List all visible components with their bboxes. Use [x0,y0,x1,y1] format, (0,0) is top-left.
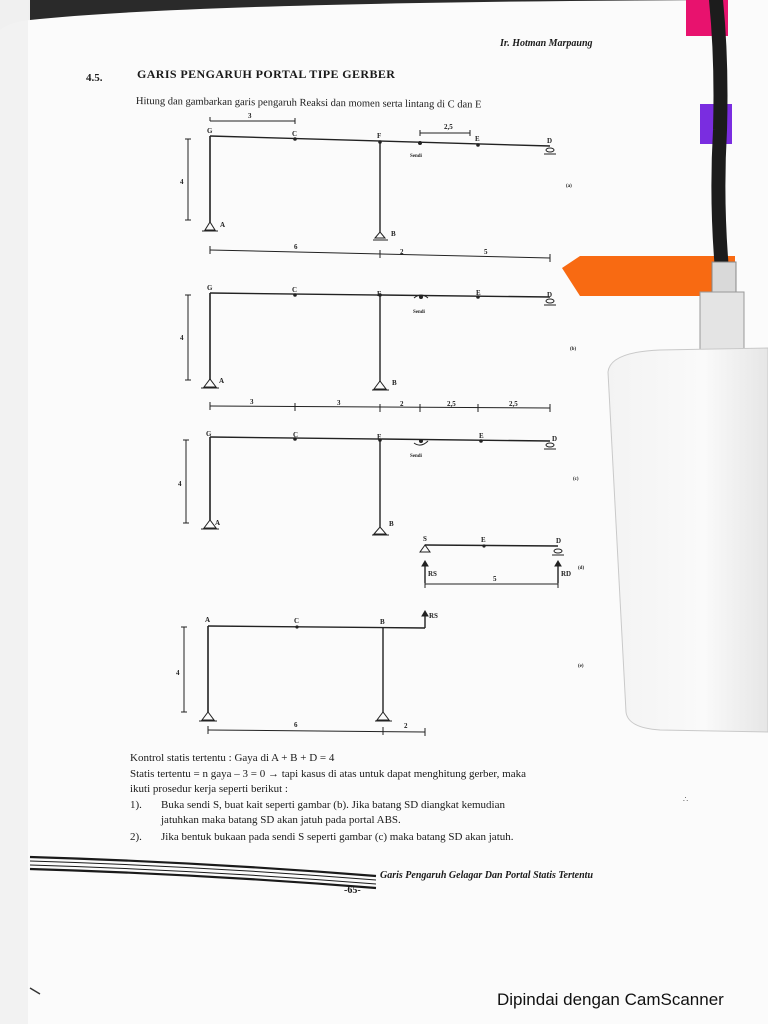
node-g-b: G [207,284,213,292]
node-c-e: C [294,617,299,625]
fig-label-b: (b) [570,347,576,352]
fig-label-c: (c) [573,477,579,482]
running-footer-title: Garis Pengaruh Gelagar Dan Portal Statis… [380,870,594,881]
body-line-2: Statis tertentu = n gaya – 3 = 0 → tapi … [130,768,526,780]
section-title: GARIS PENGARUH PORTAL TIPE GERBER [137,67,396,81]
node-a-e: A [205,616,210,624]
dim-e-bottom-1: 6 [294,721,298,729]
dim-d-span: 5 [493,575,497,583]
dim-a-top-1: 3 [248,112,252,120]
dim-b-bottom-5: 2,5 [509,400,518,408]
cable [709,0,731,307]
node-b-a: B [391,230,396,238]
node-d-a: D [547,137,552,145]
node-b-b: B [392,379,397,387]
item-2-text: Jika bentuk bukaan pada sendi S seperti … [161,831,514,843]
fig-label-d: (d) [578,566,584,571]
dim-a-bottom-1: 6 [294,243,298,251]
author-header: Ir. Hotman Marpaung [500,38,593,49]
dim-a-bottom-3: 5 [484,248,488,256]
section-number: 4.5. [86,72,103,84]
node-a-b: A [219,377,224,385]
node-e-b: E [476,289,481,297]
node-g-a: G [207,127,213,135]
page-edge [30,0,720,20]
item-1-line-2: jatuhkan maka batang SD akan jatuh pada … [161,814,401,826]
node-a-c: A [215,519,220,527]
node-d-d: D [556,537,561,545]
node-d-c: D [552,435,557,443]
item-1-line-1: Buka sendi S, buat kait seperti gambar (… [161,799,505,811]
orange-sticky-tab [562,256,735,296]
camscanner-watermark: Dipindai dengan CamScanner [497,990,724,1009]
svg-text:∴: ∴ [683,795,688,804]
dim-c-height: 4 [178,480,182,488]
node-e-c: E [479,432,484,440]
node-c-b: C [292,286,297,294]
node-g-c: G [206,430,212,438]
node-e-d: E [481,536,486,544]
dim-e-height: 4 [176,669,180,677]
sendi-label-a: Sendi [410,154,423,159]
node-d-b: D [547,291,552,299]
sendi-label-c: Sendi [410,454,423,459]
diagram-e [181,610,429,736]
sendi-label-b: Sendi [413,310,426,315]
dim-a-height: 4 [180,178,184,186]
dim-e-bottom-2: 2 [404,722,408,730]
node-c-a: C [292,130,297,138]
fig-label-e: (e) [578,664,584,669]
dim-b-bottom-4: 2,5 [447,400,456,408]
dim-b-height: 4 [180,334,184,342]
gray-object [607,347,768,733]
node-e-a: E [475,135,480,143]
item-2-number: 2). [130,831,142,843]
node-a-a: A [220,221,225,229]
rd-label-d: RD [561,570,571,578]
node-f-b: F [377,290,381,298]
page-number: -65- [344,885,361,896]
dim-b-bottom-1: 3 [250,398,254,406]
dim-b-bottom-2: 3 [337,399,341,407]
fig-label-a: (a) [566,184,572,189]
dim-a-top-2: 2,5 [444,123,453,131]
body-line-3: ikuti prosedur kerja seperti berikut : [130,783,288,795]
dim-b-bottom-3: 2 [400,400,404,408]
node-b-c: B [389,520,394,528]
rs-label-d: RS [428,570,437,578]
node-f-a: F [377,132,381,140]
footer-rule [29,855,377,890]
node-s-d: S [423,535,427,543]
item-1-number: 1). [130,799,142,811]
rs-label-e: RS [429,612,438,620]
node-c-c: C [293,431,298,439]
body-line-1: Kontrol statis tertentu : Gaya di A + B … [130,752,335,764]
node-b-e: B [380,618,385,626]
node-f-c: F [377,433,381,441]
dim-a-bottom-2: 2 [400,248,404,256]
diagram-d [419,544,564,588]
